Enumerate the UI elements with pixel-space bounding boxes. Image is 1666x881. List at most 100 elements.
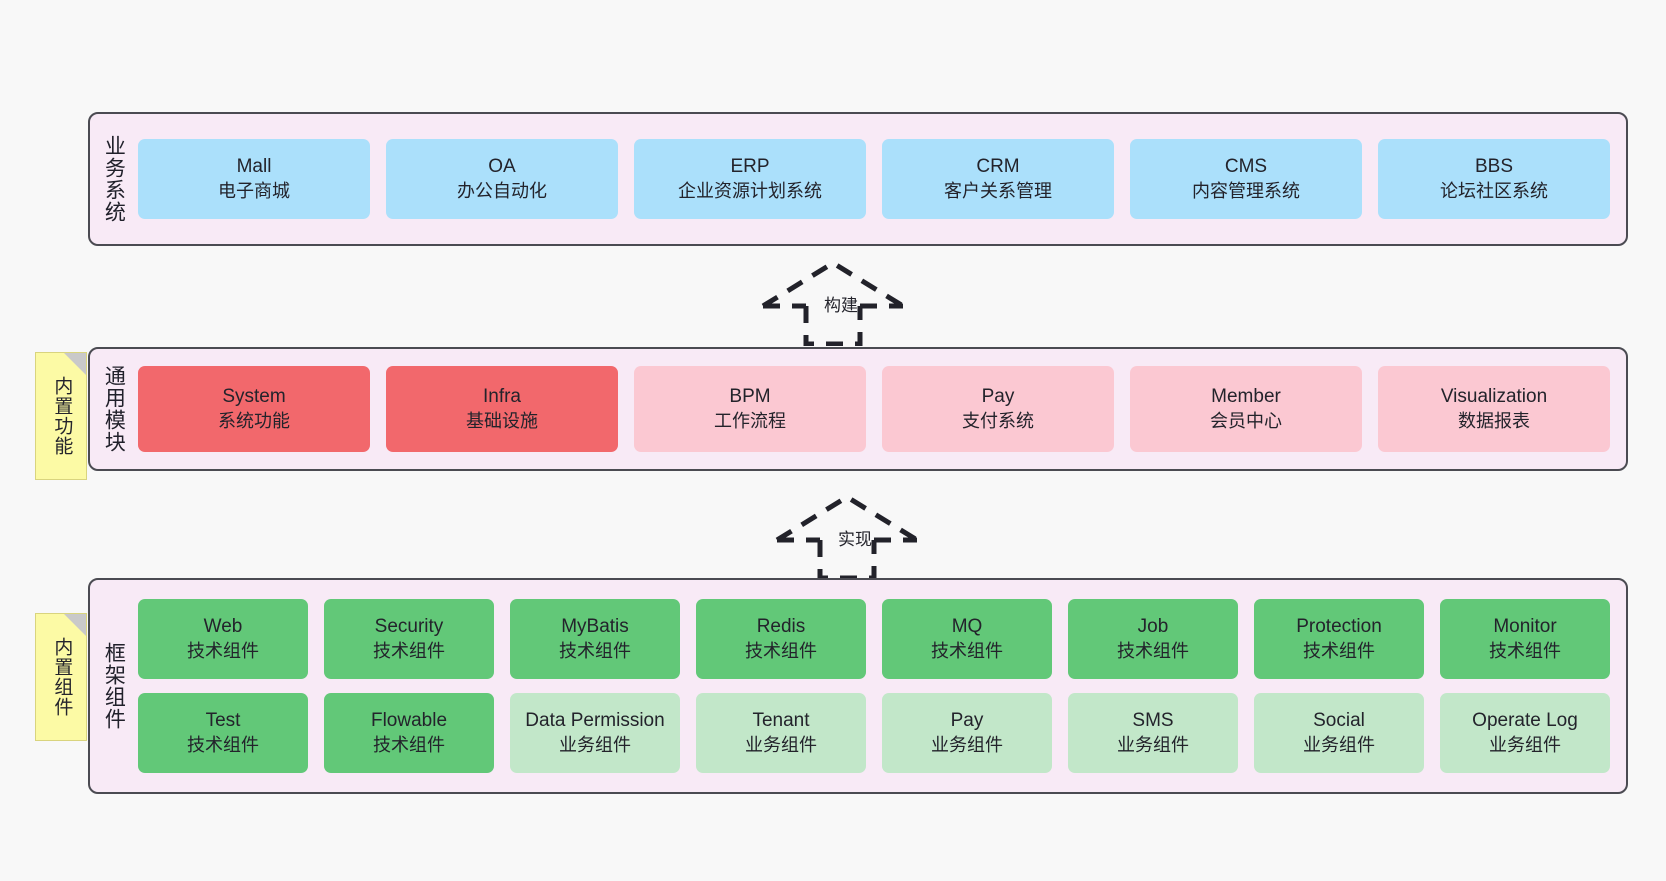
node-subtitle: 工作流程 (714, 410, 786, 431)
node-subtitle: 技术组件 (373, 734, 445, 755)
connector-label-build: 构建 (824, 296, 858, 315)
node-subtitle: 技术组件 (187, 640, 259, 661)
node-subtitle: 业务组件 (559, 734, 631, 755)
node-mall[interactable]: Mall 电子商城 (138, 139, 370, 219)
node-system[interactable]: System 系统功能 (138, 366, 370, 452)
page-fold-icon (64, 614, 86, 636)
node-title: Pay (950, 710, 984, 732)
node-title: MQ (951, 616, 983, 638)
node-subtitle: 客户关系管理 (944, 180, 1052, 201)
node-title: Web (203, 616, 243, 638)
node-subtitle: 业务组件 (1303, 734, 1375, 755)
node-title: Tenant (752, 710, 810, 732)
section-label-business-systems: 业务系统 (102, 135, 126, 223)
node-subtitle: 技术组件 (1117, 640, 1189, 661)
node-title: Monitor (1493, 616, 1557, 638)
node-test[interactable]: Test 技术组件 (138, 693, 308, 773)
realization-arrow-icon (761, 260, 905, 346)
node-subtitle: 内容管理系统 (1192, 180, 1300, 201)
node-subtitle: 技术组件 (559, 640, 631, 661)
node-subtitle: 技术组件 (745, 640, 817, 661)
node-subtitle: 技术组件 (373, 640, 445, 661)
section-label-framework-components: 框架组件 (102, 642, 126, 730)
section-body-business-systems: Mall 电子商城 OA 办公自动化 ERP 企业资源计划系统 CRM 客户关系… (136, 114, 1626, 244)
node-subtitle: 支付系统 (962, 410, 1034, 431)
node-title: MyBatis (561, 616, 629, 638)
node-title: Member (1211, 386, 1281, 408)
node-title: Infra (482, 386, 522, 408)
node-subtitle: 系统功能 (218, 410, 290, 431)
node-title: CMS (1224, 156, 1268, 178)
node-title: Visualization (1440, 386, 1548, 408)
node-subtitle: 会员中心 (1210, 410, 1282, 431)
node-subtitle: 业务组件 (1489, 734, 1561, 755)
section-business-systems: 业务系统 Mall 电子商城 OA 办公自动化 ERP 企业资源计划系统 CRM… (88, 112, 1628, 246)
sticky-note-builtin-components: 内置组件 (35, 613, 87, 741)
node-title: OA (488, 156, 516, 178)
node-title: Protection (1296, 616, 1382, 638)
node-subtitle: 基础设施 (466, 410, 538, 431)
sticky-note-label: 内置功能 (51, 376, 73, 456)
node-title: Data Permission (525, 710, 665, 732)
section-label-common-modules: 通用模块 (102, 365, 126, 453)
node-title: Security (374, 616, 444, 638)
node-visualization[interactable]: Visualization 数据报表 (1378, 366, 1610, 452)
node-security[interactable]: Security 技术组件 (324, 599, 494, 679)
node-operate-log[interactable]: Operate Log 业务组件 (1440, 693, 1610, 773)
section-framework-components: 框架组件 Web 技术组件 Security 技术组件 MyBatis 技术组件… (88, 578, 1628, 794)
node-protection[interactable]: Protection 技术组件 (1254, 599, 1424, 679)
section-common-modules: 通用模块 System 系统功能 Infra 基础设施 BPM 工作流程 Pay… (88, 347, 1628, 471)
node-subtitle: 办公自动化 (457, 180, 547, 201)
node-subtitle: 数据报表 (1458, 410, 1530, 431)
node-title: Flowable (370, 710, 448, 732)
node-title: ERP (730, 156, 770, 178)
node-title: System (222, 386, 286, 408)
node-title: BBS (1474, 156, 1514, 178)
node-subtitle: 业务组件 (745, 734, 817, 755)
connector-label-implement: 实现 (838, 530, 872, 549)
node-erp[interactable]: ERP 企业资源计划系统 (634, 139, 866, 219)
node-oa[interactable]: OA 办公自动化 (386, 139, 618, 219)
connector-build-arrow: 构建 (758, 258, 908, 346)
node-subtitle: 业务组件 (931, 734, 1003, 755)
node-redis[interactable]: Redis 技术组件 (696, 599, 866, 679)
node-title: Pay (981, 386, 1015, 408)
node-mq[interactable]: MQ 技术组件 (882, 599, 1052, 679)
node-bpm[interactable]: BPM 工作流程 (634, 366, 866, 452)
node-tenant[interactable]: Tenant 业务组件 (696, 693, 866, 773)
node-title: Redis (756, 616, 806, 638)
node-subtitle: 论坛社区系统 (1440, 180, 1548, 201)
node-monitor[interactable]: Monitor 技术组件 (1440, 599, 1610, 679)
node-title: BPM (729, 386, 771, 408)
node-row: Mall 电子商城 OA 办公自动化 ERP 企业资源计划系统 CRM 客户关系… (138, 139, 1610, 219)
node-job[interactable]: Job 技术组件 (1068, 599, 1238, 679)
node-row: Test 技术组件 Flowable 技术组件 Data Permission … (138, 693, 1610, 773)
node-infra[interactable]: Infra 基础设施 (386, 366, 618, 452)
node-bbs[interactable]: BBS 论坛社区系统 (1378, 139, 1610, 219)
node-subtitle: 业务组件 (1117, 734, 1189, 755)
section-body-framework-components: Web 技术组件 Security 技术组件 MyBatis 技术组件 Redi… (136, 580, 1626, 792)
node-mybatis[interactable]: MyBatis 技术组件 (510, 599, 680, 679)
node-member[interactable]: Member 会员中心 (1130, 366, 1362, 452)
node-pay-component[interactable]: Pay 业务组件 (882, 693, 1052, 773)
node-title: Test (205, 710, 241, 732)
node-crm[interactable]: CRM 客户关系管理 (882, 139, 1114, 219)
sticky-note-builtin-functions: 内置功能 (35, 352, 87, 480)
node-flowable[interactable]: Flowable 技术组件 (324, 693, 494, 773)
node-row: Web 技术组件 Security 技术组件 MyBatis 技术组件 Redi… (138, 599, 1610, 679)
node-subtitle: 技术组件 (1303, 640, 1375, 661)
node-title: SMS (1132, 710, 1174, 732)
node-subtitle: 企业资源计划系统 (678, 180, 822, 201)
node-cms[interactable]: CMS 内容管理系统 (1130, 139, 1362, 219)
node-subtitle: 技术组件 (187, 734, 259, 755)
section-body-common-modules: System 系统功能 Infra 基础设施 BPM 工作流程 Pay 支付系统… (136, 349, 1626, 469)
connector-implement-arrow: 实现 (772, 492, 922, 580)
node-row: System 系统功能 Infra 基础设施 BPM 工作流程 Pay 支付系统… (138, 366, 1610, 452)
node-web[interactable]: Web 技术组件 (138, 599, 308, 679)
node-pay-module[interactable]: Pay 支付系统 (882, 366, 1114, 452)
node-sms[interactable]: SMS 业务组件 (1068, 693, 1238, 773)
node-social[interactable]: Social 业务组件 (1254, 693, 1424, 773)
sticky-note-label: 内置组件 (51, 637, 73, 717)
node-data-permission[interactable]: Data Permission 业务组件 (510, 693, 680, 773)
